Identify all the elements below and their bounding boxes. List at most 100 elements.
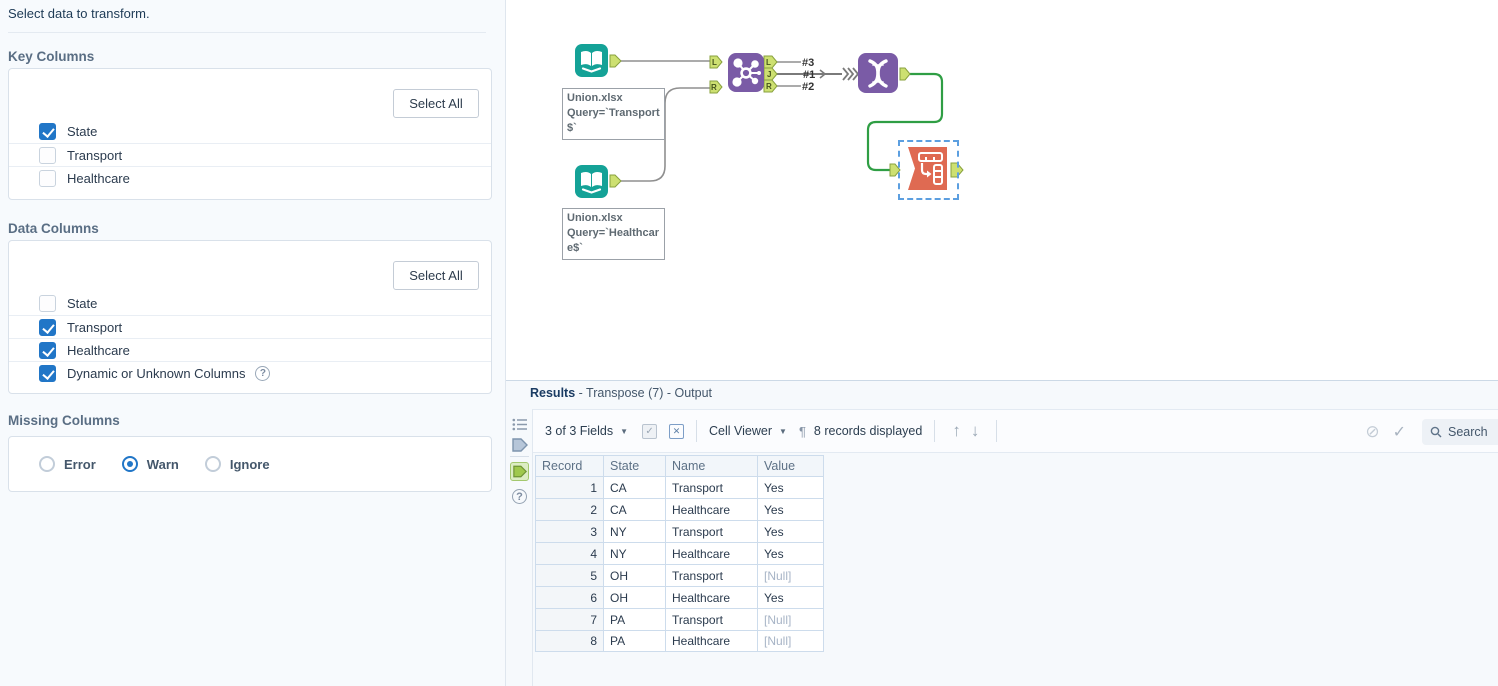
cell-name: Transport — [665, 608, 757, 630]
cell-value: Yes — [757, 542, 824, 564]
cell-state: CA — [603, 476, 665, 498]
whitespace-toggle-icon[interactable]: ¶ — [798, 423, 806, 439]
table-row[interactable]: 8 PA Healthcare [Null] — [535, 630, 824, 652]
cell-record: 7 — [535, 608, 603, 630]
cell-record: 8 — [535, 630, 603, 652]
transpose-glyph-icon — [918, 152, 943, 185]
results-table: Record State Name Value 1 CA Transport Y… — [535, 455, 824, 652]
data-column-row-state[interactable]: State — [9, 292, 491, 315]
missing-columns-heading: Missing Columns — [8, 413, 120, 428]
column-header-record[interactable]: Record — [535, 455, 603, 476]
table-row[interactable]: 2 CA Healthcare Yes — [535, 498, 824, 520]
select-fields-icon[interactable]: ✓ — [642, 423, 658, 439]
table-row[interactable]: 6 OH Healthcare Yes — [535, 586, 824, 608]
radio-label: Warn — [146, 456, 179, 472]
cell-viewer-dropdown[interactable]: Cell Viewer ▼ — [709, 424, 787, 438]
wire-input2-to-join[interactable] — [621, 87, 710, 182]
data-columns-heading: Data Columns — [8, 221, 99, 236]
cell-record: 6 — [535, 586, 603, 608]
radio-error[interactable] — [39, 456, 55, 472]
table-row[interactable]: 5 OH Transport [Null] — [535, 564, 824, 586]
svg-text:R: R — [766, 82, 772, 91]
help-icon[interactable]: ? — [255, 365, 271, 381]
down-arrow-icon[interactable]: ↓ — [970, 421, 980, 440]
checkbox-transport[interactable] — [39, 146, 56, 164]
input-data-tool-2[interactable] — [575, 165, 608, 203]
radio-ignore[interactable] — [204, 456, 221, 472]
fields-dropdown-label: 3 of 3 Fields — [545, 424, 614, 438]
checkbox-healthcare[interactable] — [39, 169, 56, 187]
cell-name: Transport — [665, 520, 757, 542]
join-molecule-nodes — [732, 58, 761, 87]
checkbox-dynamic-unknown[interactable] — [39, 364, 56, 382]
deselect-fields-icon[interactable]: ✕ — [669, 423, 685, 439]
annotation-input2[interactable]: Union.xlsx Query=`Healthcar e$` — [562, 208, 665, 260]
table-row[interactable]: 3 NY Transport Yes — [535, 520, 824, 542]
apply-icon[interactable]: ✓ — [1392, 424, 1406, 441]
key-column-row-healthcare[interactable]: Healthcare — [9, 166, 491, 189]
cell-record: 4 — [535, 542, 603, 564]
cell-viewer-label: Cell Viewer — [709, 424, 773, 438]
up-arrow-icon[interactable]: ↑ — [952, 421, 961, 440]
fields-dropdown[interactable]: 3 of 3 Fields ▼ — [545, 424, 628, 438]
input-anchor-icon[interactable] — [511, 436, 528, 453]
workflow-canvas[interactable]: #3 #1 #2 L R L J R — [506, 0, 1498, 380]
cell-record: 5 — [535, 564, 603, 586]
transpose-tool[interactable] — [906, 146, 949, 196]
union-tool[interactable] — [858, 53, 898, 98]
checkbox-label: Healthcare — [67, 342, 130, 358]
no-filter-icon[interactable]: ⊘ — [1365, 422, 1380, 441]
checkbox-state[interactable] — [39, 295, 56, 312]
key-column-row-state[interactable]: State — [9, 120, 491, 143]
data-columns-select-all-button[interactable]: Select All — [393, 261, 479, 290]
cell-state: OH — [603, 564, 665, 586]
connection-label-top: #3 — [802, 57, 814, 69]
divider — [696, 420, 698, 442]
help-icon[interactable]: ? — [511, 488, 528, 505]
cell-value: Yes — [757, 586, 824, 608]
table-row[interactable]: 4 NY Healthcare Yes — [535, 542, 824, 564]
list-view-icon[interactable] — [511, 416, 528, 433]
join-tool[interactable] — [728, 53, 764, 97]
results-toolbar: 3 of 3 Fields ▼ ✓ ✕ Cell Viewer ▼ ¶ 8 re… — [533, 409, 1498, 453]
key-column-row-transport[interactable]: Transport — [9, 143, 491, 166]
data-column-row-dynamic[interactable]: Dynamic or Unknown Columns ? — [9, 361, 491, 384]
results-title-rest: - Transpose (7) - Output — [575, 386, 713, 400]
search-input[interactable]: Search — [1422, 419, 1498, 445]
checkbox-label: State — [67, 296, 98, 311]
svg-text:R: R — [711, 83, 717, 92]
join-input-l-anchor — [709, 55, 723, 69]
input-data-tool-1[interactable] — [575, 44, 608, 82]
cell-state: PA — [603, 608, 665, 630]
key-columns-select-all-button[interactable]: Select All — [393, 89, 479, 118]
divider — [996, 420, 998, 442]
output-anchor-icon-selected[interactable] — [510, 462, 529, 481]
column-header-state[interactable]: State — [603, 455, 665, 476]
multi-connection-chevrons-icon — [842, 67, 860, 81]
cell-value: [Null] — [757, 564, 824, 586]
cell-value: Yes — [757, 520, 824, 542]
cell-state: CA — [603, 498, 665, 520]
table-row[interactable]: 1 CA Transport Yes — [535, 476, 824, 498]
checkbox-healthcare[interactable] — [39, 341, 56, 359]
checkbox-state[interactable] — [39, 123, 56, 140]
cell-state: PA — [603, 630, 665, 652]
cell-value: Yes — [757, 476, 824, 498]
cell-state: NY — [603, 542, 665, 564]
wire-union-to-transpose[interactable] — [866, 72, 944, 172]
checkbox-label: Dynamic or Unknown Columns — [67, 365, 246, 381]
connection-wires: #3 #1 #2 L R L J R — [609, 54, 964, 188]
column-header-value[interactable]: Value — [757, 455, 824, 476]
records-displayed-label: 8 records displayed — [813, 424, 923, 438]
data-column-row-transport[interactable]: Transport — [9, 315, 491, 338]
annotation-input1[interactable]: Union.xlsx Query=`Transport $` — [562, 88, 665, 140]
anchors[interactable] — [609, 54, 964, 188]
column-header-name[interactable]: Name — [665, 455, 757, 476]
data-column-row-healthcare[interactable]: Healthcare — [9, 338, 491, 361]
radio-warn[interactable] — [121, 456, 138, 472]
checkbox-transport[interactable] — [39, 318, 56, 336]
key-columns-card: Select All State Transport Healthcare — [8, 68, 492, 200]
cell-name: Healthcare — [665, 630, 757, 652]
cell-state: NY — [603, 520, 665, 542]
table-row[interactable]: 7 PA Transport [Null] — [535, 608, 824, 630]
